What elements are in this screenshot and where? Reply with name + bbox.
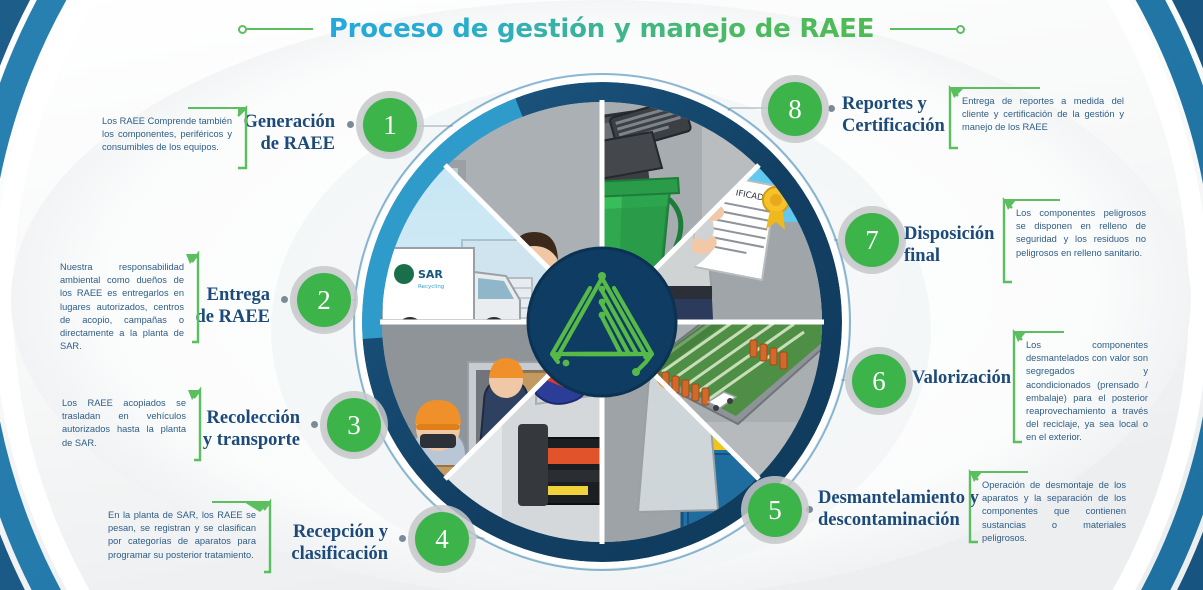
process-wheel: CERTIFICADO [353,73,851,571]
step-node-7[interactable]: 7 [845,213,899,267]
step-label-8: Reportes y Certificación [842,94,945,136]
connector-dot-8 [828,105,835,112]
bracket-1 [188,105,248,170]
bracket-6 [1012,329,1064,444]
step-number-2: 2 [317,284,331,315]
step-number-3: 3 [347,409,361,440]
step-node-1[interactable]: 1 [363,98,417,152]
step-number-5: 5 [768,494,782,525]
connector-dot-3 [311,421,318,428]
step-number-8: 8 [788,93,802,124]
step-callout-5: Operación de desmontaje de los aparatos … [968,469,1140,557]
raee-recycling-triangle-logo [549,275,655,373]
step-node-5[interactable]: 5 [748,483,802,537]
bracket-5 [968,469,1028,544]
step-callout-text-4: En la planta de SAR, los RAEE se pesan, … [108,510,256,560]
step-node-4[interactable]: 4 [415,512,469,566]
step-callout-8: Entrega de reportes a medida del cliente… [948,85,1138,150]
bracket-3 [188,386,202,462]
title-bar: Proceso de gestión y manejo de RAEE [0,14,1203,44]
step-callout-3: Los RAEE acopiados se trasladan en vehíc… [48,386,202,462]
step-label-7: Disposición final [904,224,995,266]
center-hub [528,248,676,396]
svg-text:Recycling: Recycling [418,284,444,290]
step-number-6: 6 [872,365,886,396]
step-callout-text-1: Los RAEE Comprende también los component… [102,116,232,153]
page-title: Proceso de gestión y manejo de RAEE [313,14,891,44]
step-callout-text-7: Los componentes peligrosos se disponen e… [1016,208,1146,258]
step-callout-text-5: Operación de desmontaje de los aparatos … [982,480,1126,543]
title-rule-right [890,28,957,30]
connector-dot-1 [347,121,354,128]
step-callout-1: Los RAEE Comprende también los component… [88,105,248,170]
step-number-7: 7 [865,224,879,255]
step-callout-text-3: Los RAEE acopiados se trasladan en vehíc… [62,398,186,448]
bracket-7 [1002,197,1060,284]
step-label-1: Generación de RAEE [243,112,335,154]
step-callout-6: Los componentes desmantelados con valor … [1012,329,1162,457]
step-label-2: Entrega de RAEE [195,285,270,327]
step-label-3: Recolección y transporte [202,408,300,450]
bracket-8 [948,85,1040,150]
title-rule-left [246,28,313,30]
connector-dot-5 [806,506,813,513]
title-dot-right [956,24,966,34]
step-node-8[interactable]: 8 [768,82,822,136]
step-callout-7: Los componentes peligrosos se disponen e… [1002,197,1160,284]
step-callout-2: Nuestra responsabilidad ambiental como d… [46,250,200,365]
step-number-1: 1 [383,109,397,140]
step-callout-4: En la planta de SAR, los RAEE se pesan, … [94,498,272,574]
step-callout-text-2: Nuestra responsabilidad ambiental como d… [60,262,184,352]
title-dot-left [237,24,247,34]
step-label-4: Recepción y clasificación [291,522,388,564]
step-node-6[interactable]: 6 [852,354,906,408]
step-callout-text-8: Entrega de reportes a medida del cliente… [962,96,1124,133]
connector-dot-2 [281,296,288,303]
step-label-5: Desmantelamiento y descontaminación [818,488,979,530]
bracket-2 [186,250,200,344]
step-callout-text-6: Los componentes desmantelados con valor … [1026,340,1148,443]
bracket-4 [212,498,272,574]
step-node-2[interactable]: 2 [297,273,351,327]
step-number-4: 4 [435,523,449,554]
svg-text:SAR: SAR [418,268,443,281]
step-node-3[interactable]: 3 [327,398,381,452]
step-label-6: Valorización [912,368,1012,388]
connector-dot-4 [399,535,406,542]
